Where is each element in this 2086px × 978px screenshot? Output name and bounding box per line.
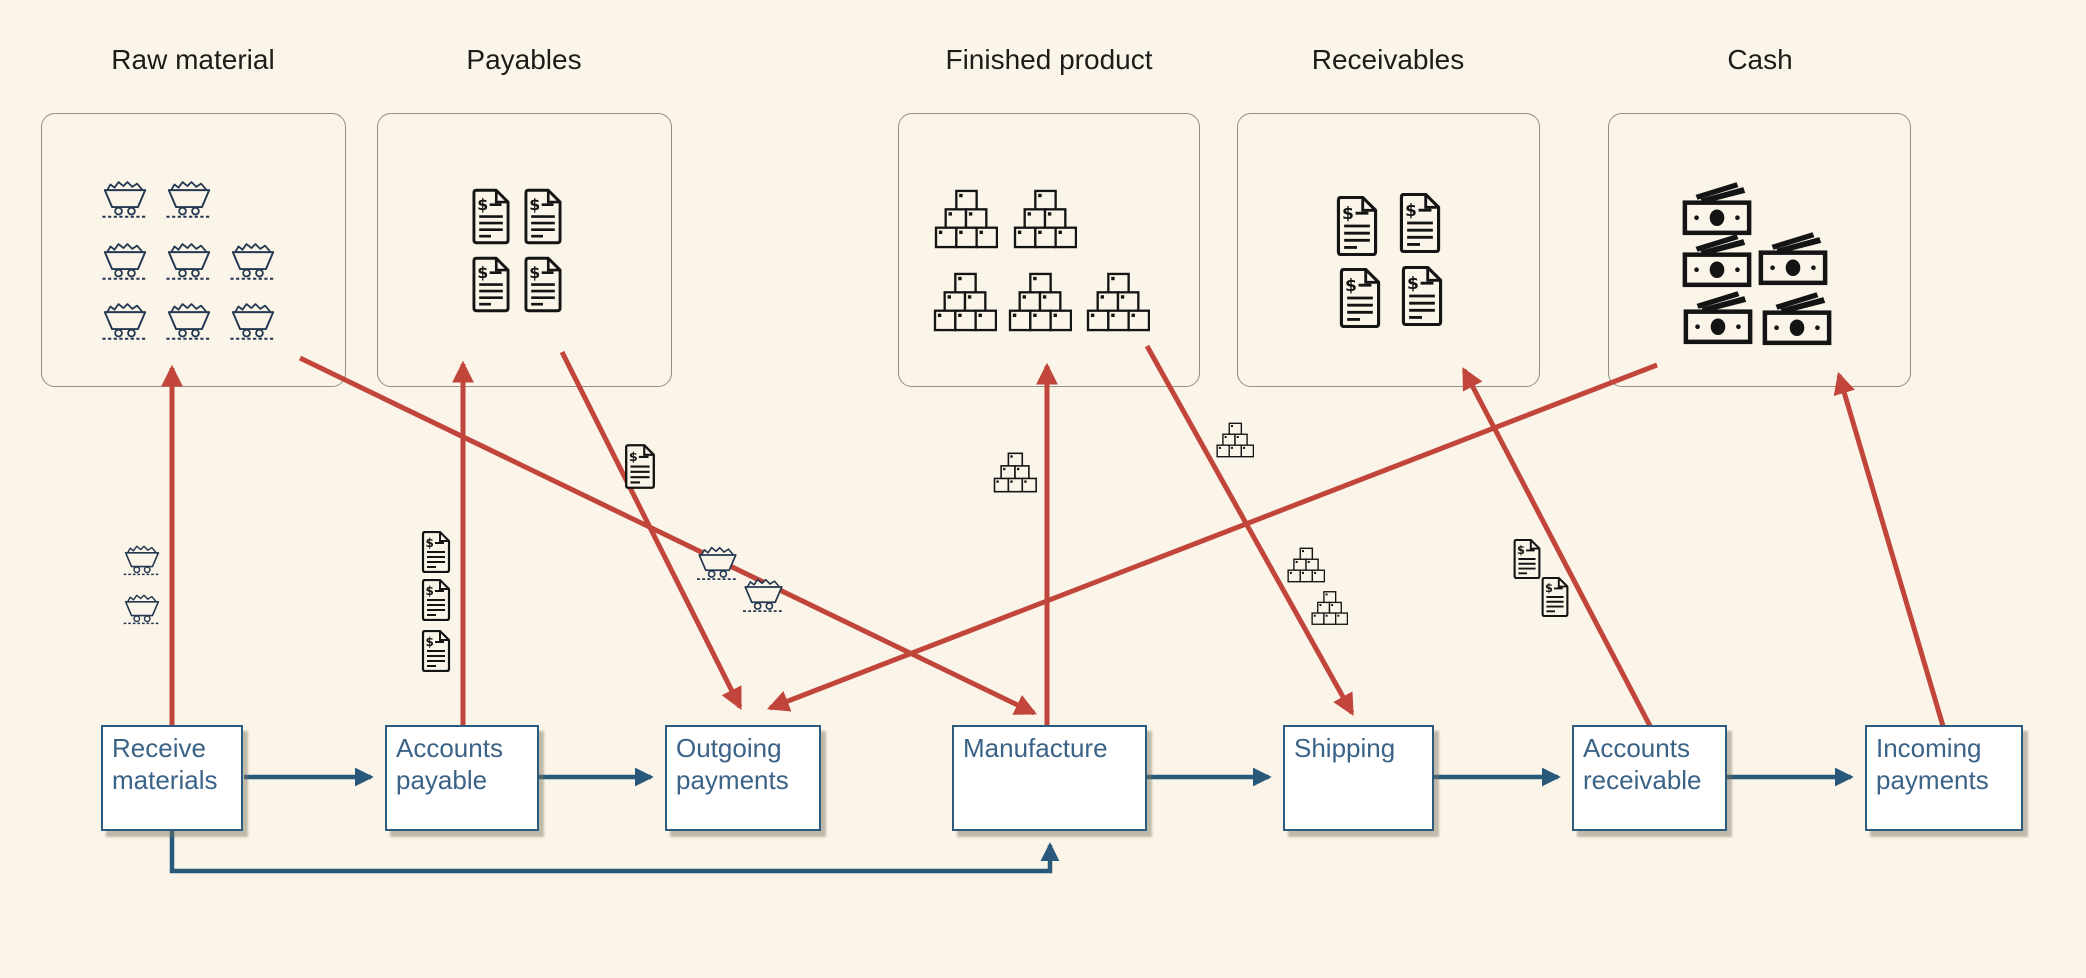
box-stack-icon	[1013, 189, 1077, 249]
invoice-icon	[522, 256, 564, 313]
invoice-icon	[522, 188, 564, 245]
box-stack-icon	[1311, 589, 1348, 627]
invoice-icon	[420, 531, 452, 573]
process-shipping: Shipping	[1283, 725, 1434, 831]
invoice-icon	[1539, 577, 1571, 617]
box-stack-icon	[1287, 546, 1325, 584]
banknote-icon	[1760, 290, 1834, 347]
invoice-icon	[1399, 266, 1445, 326]
store-title-finished-product: Finished product	[945, 44, 1153, 75]
box-stack-icon	[1086, 272, 1150, 332]
flow-blue-receive-to-manufacture-elbow	[169, 831, 1060, 874]
mine-cart-icon	[740, 576, 787, 614]
mine-cart-icon	[163, 240, 215, 282]
invoice-icon	[470, 188, 512, 245]
store-box-payables	[377, 113, 672, 387]
box-stack-icon	[934, 189, 998, 249]
process-accounts-payable: Accounts payable	[385, 725, 539, 831]
store-box-cash	[1608, 113, 1911, 387]
process-receive-materials: Receive materials	[101, 725, 243, 831]
process-outgoing-payments: Outgoing payments	[665, 725, 821, 831]
store-box-raw-material	[41, 113, 346, 387]
store-title-cash: Cash	[1727, 44, 1793, 75]
flow-red-finished-product-to-shipping	[1144, 344, 1355, 716]
invoice-icon	[623, 443, 657, 490]
box-stack-icon	[933, 272, 997, 332]
box-stack-icon	[993, 452, 1037, 493]
flow-red-accounts-receivable-to-receivables	[1461, 367, 1653, 728]
store-title-payables: Payables	[466, 44, 582, 75]
invoice-icon	[470, 256, 512, 313]
flow-red-raw-material-to-manufacture	[298, 355, 1037, 716]
mine-cart-icon	[121, 543, 163, 577]
invoice-icon	[420, 630, 452, 672]
invoice-icon	[1337, 268, 1383, 328]
mine-cart-icon	[99, 300, 151, 342]
store-title-receivables: Receivables	[1311, 44, 1465, 75]
process-manufacture: Manufacture	[952, 725, 1147, 831]
flow-red-incoming-payments-to-cash	[1833, 371, 1946, 727]
invoice-icon	[1334, 196, 1380, 256]
mine-cart-icon	[99, 178, 151, 220]
mine-cart-icon	[163, 178, 215, 220]
invoice-icon	[1397, 193, 1443, 253]
banknote-icon	[1681, 289, 1755, 346]
mine-cart-icon	[227, 240, 279, 282]
store-title-raw-material: Raw material	[111, 44, 275, 75]
process-incoming-payments: Incoming payments	[1865, 725, 2023, 831]
banknote-icon	[1680, 180, 1754, 237]
invoice-icon	[420, 579, 452, 621]
mine-cart-icon	[163, 300, 215, 342]
mine-cart-icon	[99, 240, 151, 282]
banknote-icon	[1680, 232, 1754, 289]
flow-red-cash-to-outgoing-payments	[766, 362, 1658, 712]
box-stack-icon	[1216, 422, 1254, 458]
store-box-receivables	[1237, 113, 1540, 387]
mine-cart-icon	[694, 544, 741, 582]
box-stack-icon	[1008, 272, 1072, 332]
banknote-icon	[1756, 230, 1830, 287]
invoice-icon	[1511, 539, 1543, 579]
mine-cart-icon	[121, 592, 163, 626]
mine-cart-icon	[227, 300, 279, 342]
process-accounts-receivable: Accounts receivable	[1572, 725, 1727, 831]
